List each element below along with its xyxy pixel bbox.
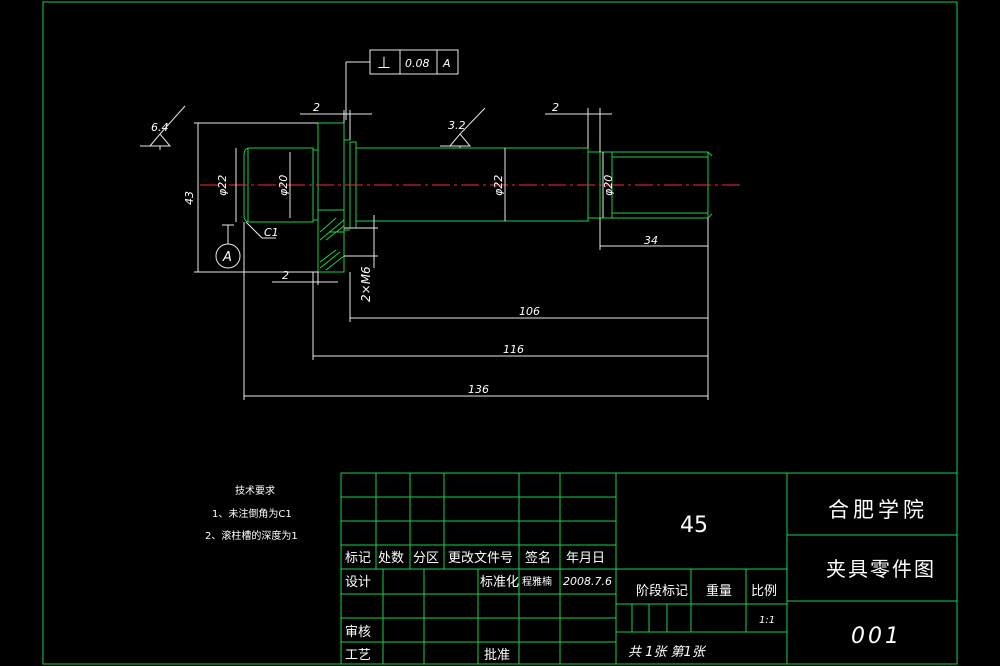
tb-material: 45 [680,513,708,538]
tb-qianming: 签名 [525,550,551,566]
tb-biaoji: 标记 [345,551,371,566]
tb-fenqu: 分区 [413,551,439,566]
dim-2-top-right: 2 [552,101,559,114]
dim-136: 136 [468,383,489,396]
dim-chamfer: C1 [264,226,279,239]
dim-2xm6: 2×M6 [359,266,373,302]
tolerance-value: 0.08 [405,57,430,70]
tb-school: 合肥学院 [828,498,928,522]
tb-gongyi: 工艺 [345,648,371,663]
tolerance-symbol: ⊥ [377,53,391,72]
dim-phi20-right: φ20 [602,175,615,196]
dimension-lines [140,49,709,400]
notes-title: 技术要求 [235,484,275,497]
tb-nianyueri: 年月日 [566,551,605,566]
tb-pizhun: 批准 [484,648,510,663]
tb-signer: 程雅楠 [522,575,552,588]
dim-2-top-left: 2 [313,101,320,114]
tb-drawing-no: 001 [851,624,902,649]
notes-line1: 1、未注倒角为C1 [212,507,292,520]
dim-106: 106 [519,305,540,318]
tb-biaozhunhua: 标准化 [480,575,519,590]
tb-jieduan: 阶段标记 [636,584,688,599]
notes-line2: 2、滚柱槽的深度为1 [205,529,298,542]
tb-chushu: 处数 [378,551,404,566]
tb-shenhe: 审核 [345,625,371,640]
tolerance-datum: A [442,57,451,70]
dim-phi22-left: φ22 [216,175,229,196]
dim-43: 43 [183,191,196,205]
tb-scale: 1:1 [759,615,775,626]
tb-sheets: 共 1张 第1张 [628,645,707,660]
dim-34: 34 [644,234,658,247]
shaft-outline [243,122,713,273]
tb-gengai: 更改文件号 [448,551,513,566]
tb-sheji: 设计 [345,575,371,590]
tb-date: 2008.7.6 [563,575,612,588]
dim-116: 116 [503,343,524,356]
dim-phi22-mid: φ22 [492,175,505,196]
datum-label: A [222,250,232,265]
tb-bili: 比例 [751,584,777,599]
dim-2-bottom: 2 [282,269,289,282]
tb-zhongliang: 重量 [706,583,732,599]
title-block-grid [340,472,958,665]
dim-phi20-left: φ20 [277,175,290,196]
roughness-mid: 3.2 [448,119,466,132]
tb-part-name: 夹具零件图 [826,557,936,581]
roughness-left: 6.4 [151,121,169,134]
